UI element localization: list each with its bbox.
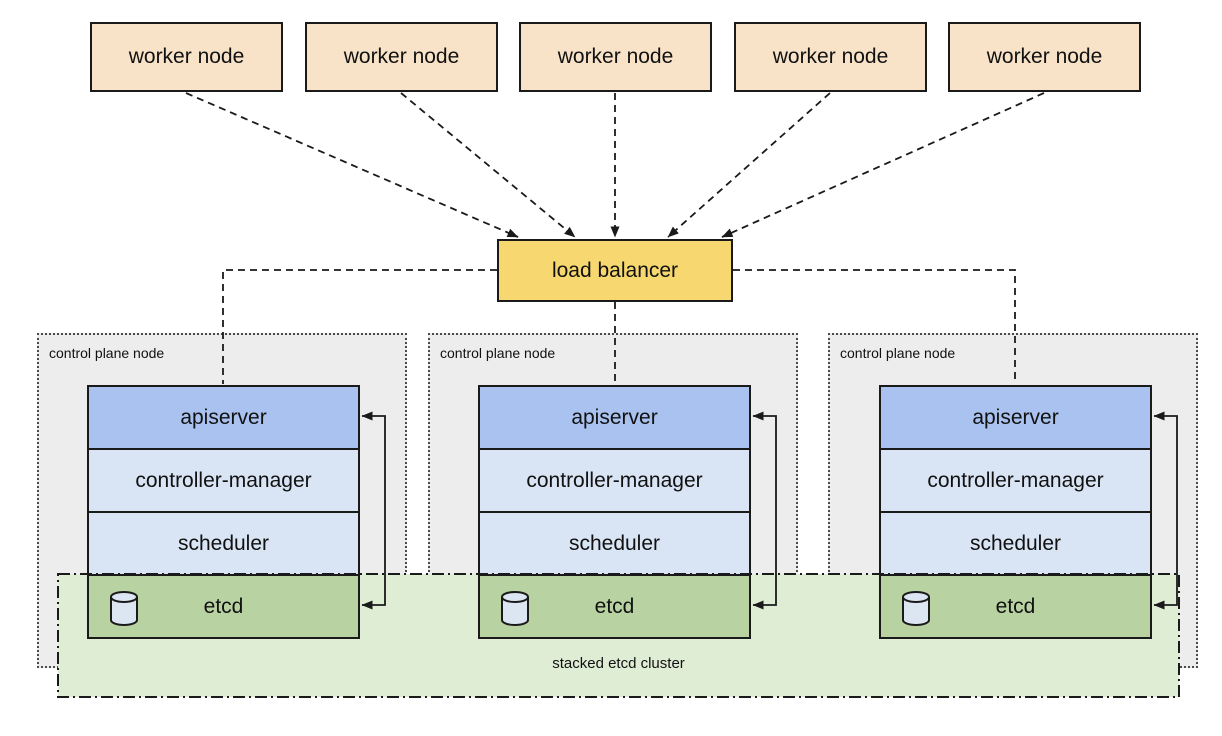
etcd-box: etcd: [87, 574, 360, 639]
controller-manager-label: controller-manager: [135, 468, 312, 492]
controller-manager-box: controller-manager: [478, 448, 751, 513]
load-balancer-label: load balancer: [551, 258, 679, 282]
worker-to-lb-arrows: [185, 92, 1045, 238]
etcd-label: etcd: [995, 594, 1036, 618]
etcd-label: etcd: [594, 594, 635, 618]
scheduler-box: scheduler: [87, 511, 360, 576]
scheduler-label: scheduler: [568, 531, 661, 555]
etcd-box: etcd: [478, 574, 751, 639]
worker-node-box: worker node: [305, 22, 498, 92]
worker-node-label: worker node: [343, 45, 460, 68]
controller-manager-box: controller-manager: [87, 448, 360, 513]
database-icon: [501, 591, 529, 626]
worker-node-label: worker node: [557, 45, 674, 68]
control-plane-node-label: control plane node: [440, 345, 556, 361]
apiserver-box: apiserver: [478, 385, 751, 450]
worker-node-box: worker node: [734, 22, 927, 92]
scheduler-label: scheduler: [969, 531, 1062, 555]
scheduler-box: scheduler: [879, 511, 1152, 576]
worker-node-box: worker node: [519, 22, 712, 92]
worker-node-box: worker node: [90, 22, 283, 92]
control-plane-node-label: control plane node: [840, 345, 956, 361]
apiserver-label: apiserver: [571, 405, 658, 429]
database-icon: [110, 591, 138, 626]
load-balancer-box: load balancer: [497, 239, 733, 302]
apiserver-box: apiserver: [879, 385, 1152, 450]
scheduler-box: scheduler: [478, 511, 751, 576]
stacked-etcd-cluster-label: stacked etcd cluster: [552, 655, 685, 672]
controller-manager-box: controller-manager: [879, 448, 1152, 513]
control-plane-node-label: control plane node: [49, 345, 165, 361]
worker-node-label: worker node: [128, 45, 245, 68]
controller-manager-label: controller-manager: [526, 468, 703, 492]
controller-manager-label: controller-manager: [927, 468, 1104, 492]
worker-node-label: worker node: [986, 45, 1103, 68]
scheduler-label: scheduler: [177, 531, 270, 555]
database-icon: [902, 591, 930, 626]
apiserver-label: apiserver: [180, 405, 267, 429]
etcd-box: etcd: [879, 574, 1152, 639]
worker-node-box: worker node: [948, 22, 1141, 92]
apiserver-box: apiserver: [87, 385, 360, 450]
apiserver-label: apiserver: [972, 405, 1059, 429]
worker-node-label: worker node: [772, 45, 889, 68]
etcd-label: etcd: [203, 594, 244, 618]
